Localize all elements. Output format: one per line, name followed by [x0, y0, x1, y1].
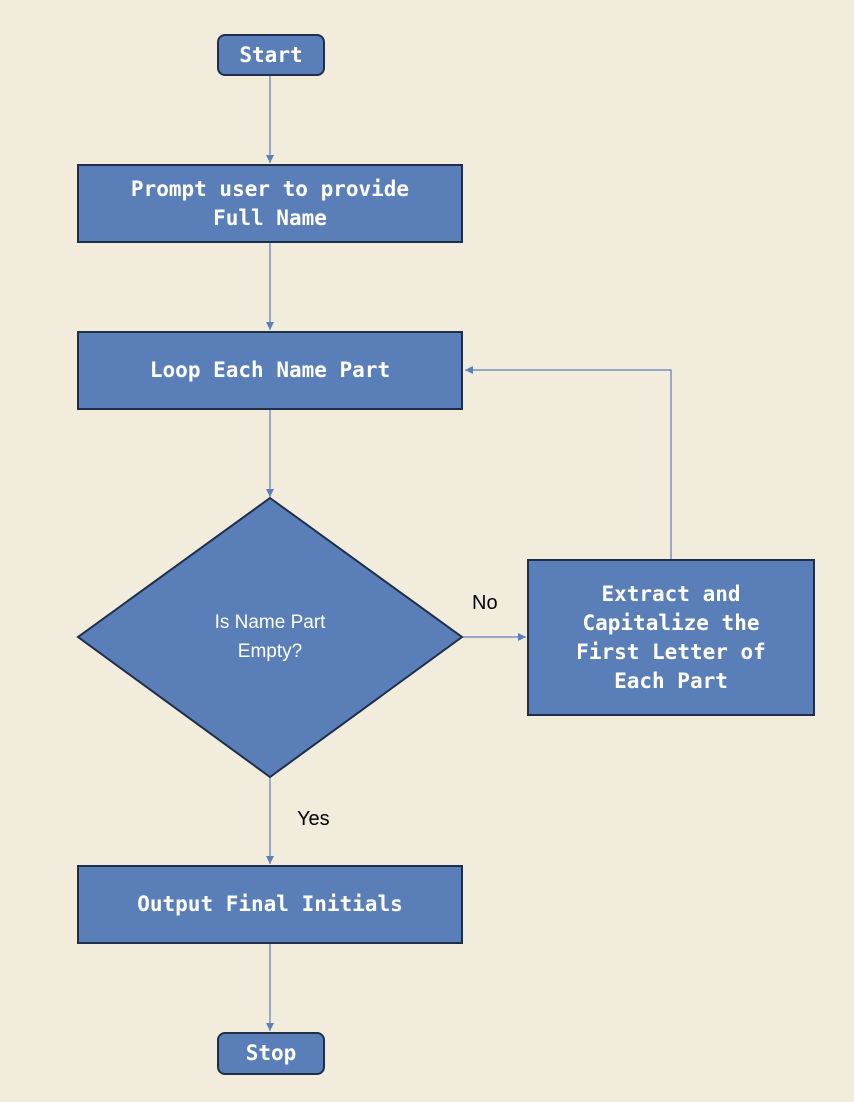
- stop-node: Stop: [217, 1032, 325, 1075]
- loop-node: Loop Each Name Part: [77, 331, 463, 410]
- extract-node: Extract and Capitalize the First Letter …: [527, 559, 815, 716]
- connector-extract-to-loop: [465, 366, 672, 560]
- output-node: Output Final Initials: [77, 865, 463, 944]
- decision-diamond: [76, 496, 464, 779]
- yes-edge-label: Yes: [297, 808, 330, 830]
- start-node: Start: [217, 34, 325, 76]
- decision-label: Is Name Part Empty?: [214, 612, 326, 662]
- prompt-node: Prompt user to provide Full Name: [77, 164, 463, 243]
- no-edge-label: No: [472, 592, 498, 614]
